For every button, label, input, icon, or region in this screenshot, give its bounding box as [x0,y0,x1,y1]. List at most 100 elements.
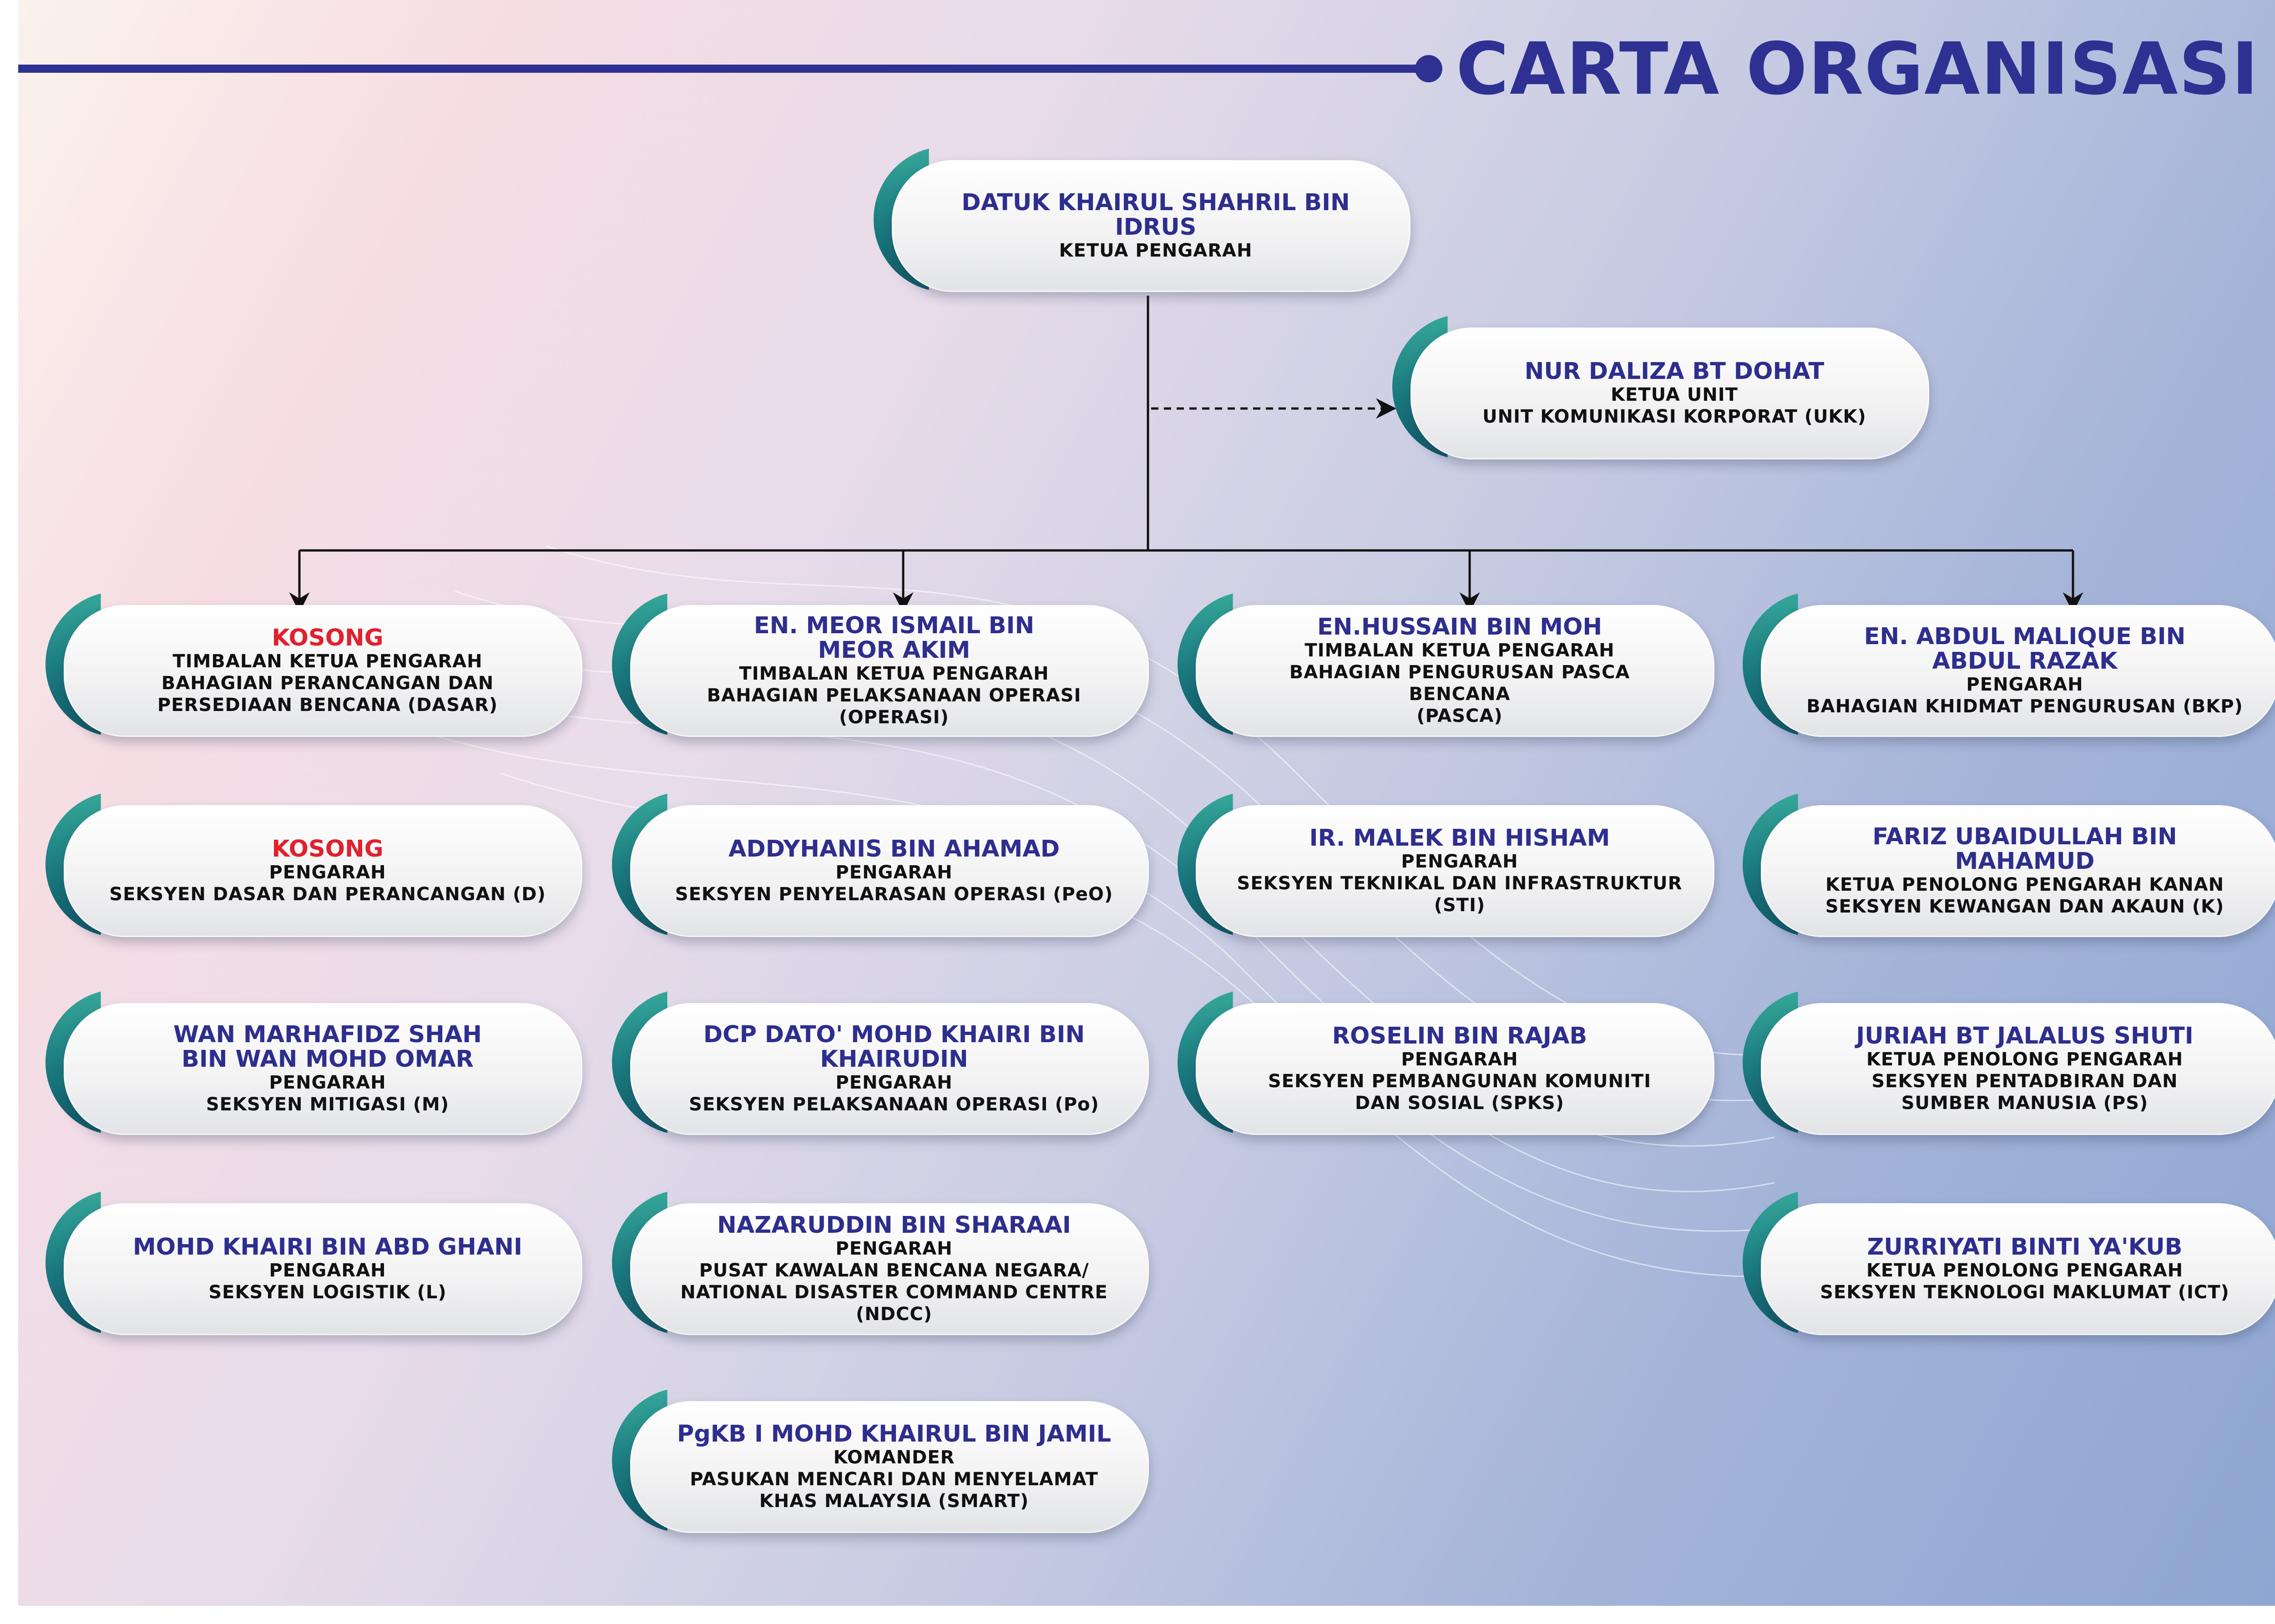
position-line: DAN SOSIAL (SPKS) [1355,1093,1564,1114]
position-line: KETUA PENGARAH [1059,240,1253,261]
position-line: PENGARAH [1401,851,1518,872]
position-line: KHAS MALAYSIA (SMART) [759,1491,1029,1512]
position-line: TIMBALAN KETUA PENGARAH [172,651,483,672]
position-line: PUSAT KAWALAN BENCANA NEGARA/ [699,1260,1089,1281]
position-line: PENGARAH [269,1260,386,1281]
person-name: MEOR AKIM [818,637,971,664]
position-line: SEKSYEN TEKNOLOGI MAKLUMAT (ICT) [1820,1282,2230,1303]
position-line: SEKSYEN DASAR DAN PERANCANGAN (D) [109,884,546,905]
person-name: ABDUL RAZAK [1932,648,2118,675]
position-line: PENGARAH [835,862,953,883]
position-line: BAHAGIAN PERANCANGAN DAN [161,673,494,694]
person-name: DATUK KHAIRUL SHAHRIL BIN IDRUS [961,189,1350,241]
position-line: TIMBALAN KETUA PENGARAH [1304,640,1615,661]
position-line: SEKSYEN TEKNIKAL DAN INFRASTRUKTUR (STI) [1237,873,1683,916]
position-line: SUMBER MANUSIA (PS) [1901,1093,2149,1114]
person-name: IR. MALEK BIN HISHAM [1309,825,1610,852]
position-line: NATIONAL DISASTER COMMAND CENTRE [680,1282,1108,1303]
position-line: (NDCC) [856,1304,932,1325]
position-line: SEKSYEN PEMBANGUNAN KOMUNITI [1268,1071,1652,1092]
title-rule [18,55,1442,82]
position-line: SEKSYEN MITIGASI (M) [206,1094,450,1115]
position-line: BAHAGIAN KHIDMAT PENGURUSAN (BKP) [1806,696,2243,717]
tree-connectors [289,296,2083,613]
position-line: SEKSYEN PELAKSANAAN OPERASI (Po) [689,1094,1099,1115]
person-name: EN.HUSSAIN BIN MOH [1317,614,1603,641]
person-name: KOSONG [272,625,384,651]
position-line: PERSEDIAAN BENCANA (DASAR) [157,695,498,716]
position-line: BAHAGIAN PELAKSANAAN OPERASI [707,685,1082,706]
person-name: MOHD KHAIRI BIN ABD GHANI [133,1234,522,1261]
page-title: CARTA ORGANISASI [1456,27,2260,111]
position-line: PENGARAH [269,862,386,883]
position-line: SEKSYEN LOGISTIK (L) [208,1282,447,1303]
position-line: PASUKAN MENCARI DAN MENYELAMAT [690,1469,1098,1490]
position-line: KETUA PENOLONG PENGARAH KANAN [1825,874,2224,895]
person-name: NAZARUDDIN BIN SHARAAI [717,1212,1071,1239]
person-name: DCP DATO' MOHD KHAIRI BIN KHAIRUDIN [703,1021,1085,1073]
person-name: FARIZ UBAIDULLAH BIN MAHAMUD [1872,823,2177,875]
position-line: KETUA UNIT [1611,384,1738,405]
person-name: ADDYHANIS BIN AHAMAD [728,836,1060,862]
position-line: UNIT KOMUNIKASI KORPORAT (UKK) [1482,406,1866,427]
position-line: PENGARAH [1966,674,2083,695]
person-name: ZURRIYATI BINTI YA'KUB [1867,1234,2183,1261]
person-name: PgKB I MOHD KHAIRUL BIN JAMIL [677,1421,1112,1447]
position-line: PENGARAH [1401,1049,1518,1070]
position-line: PENGARAH [269,1072,386,1093]
person-name: EN. MEOR ISMAIL BIN [753,612,1035,639]
position-line: SEKSYEN PENYELARASAN OPERASI (PeO) [675,884,1113,905]
position-line: KETUA PENOLONG PENGARAH [1866,1260,2184,1281]
position-line: SEKSYEN PENTADBIRAN DAN [1871,1071,2178,1092]
position-line: PENGARAH [835,1072,953,1093]
person-name: NUR DALIZA BT DOHAT [1524,358,1825,385]
position-line: KETUA PENOLONG PENGARAH [1866,1049,2184,1070]
person-name: JURIAH BT JALALUS SHUTI [1856,1023,2194,1049]
person-name: BIN WAN MOHD OMAR [182,1046,474,1073]
position-line: BAHAGIAN PENGURUSAN PASCA BENCANA [1289,662,1630,705]
position-line: TIMBALAN KETUA PENGARAH [739,663,1049,684]
position-line: PENGARAH [835,1238,953,1259]
person-name: EN. ABDUL MALIQUE BIN [1864,623,2186,650]
person-name: WAN MARHAFIDZ SHAH [173,1021,482,1048]
person-name: KOSONG [272,836,384,862]
person-name: ROSELIN BIN RAJAB [1332,1023,1587,1049]
position-line: KOMANDER [833,1447,955,1468]
position-line: (PASCA) [1416,706,1503,726]
position-line: (OPERASI) [839,707,949,728]
position-line: SEKSYEN KEWANGAN DAN AKAUN (K) [1825,896,2224,917]
